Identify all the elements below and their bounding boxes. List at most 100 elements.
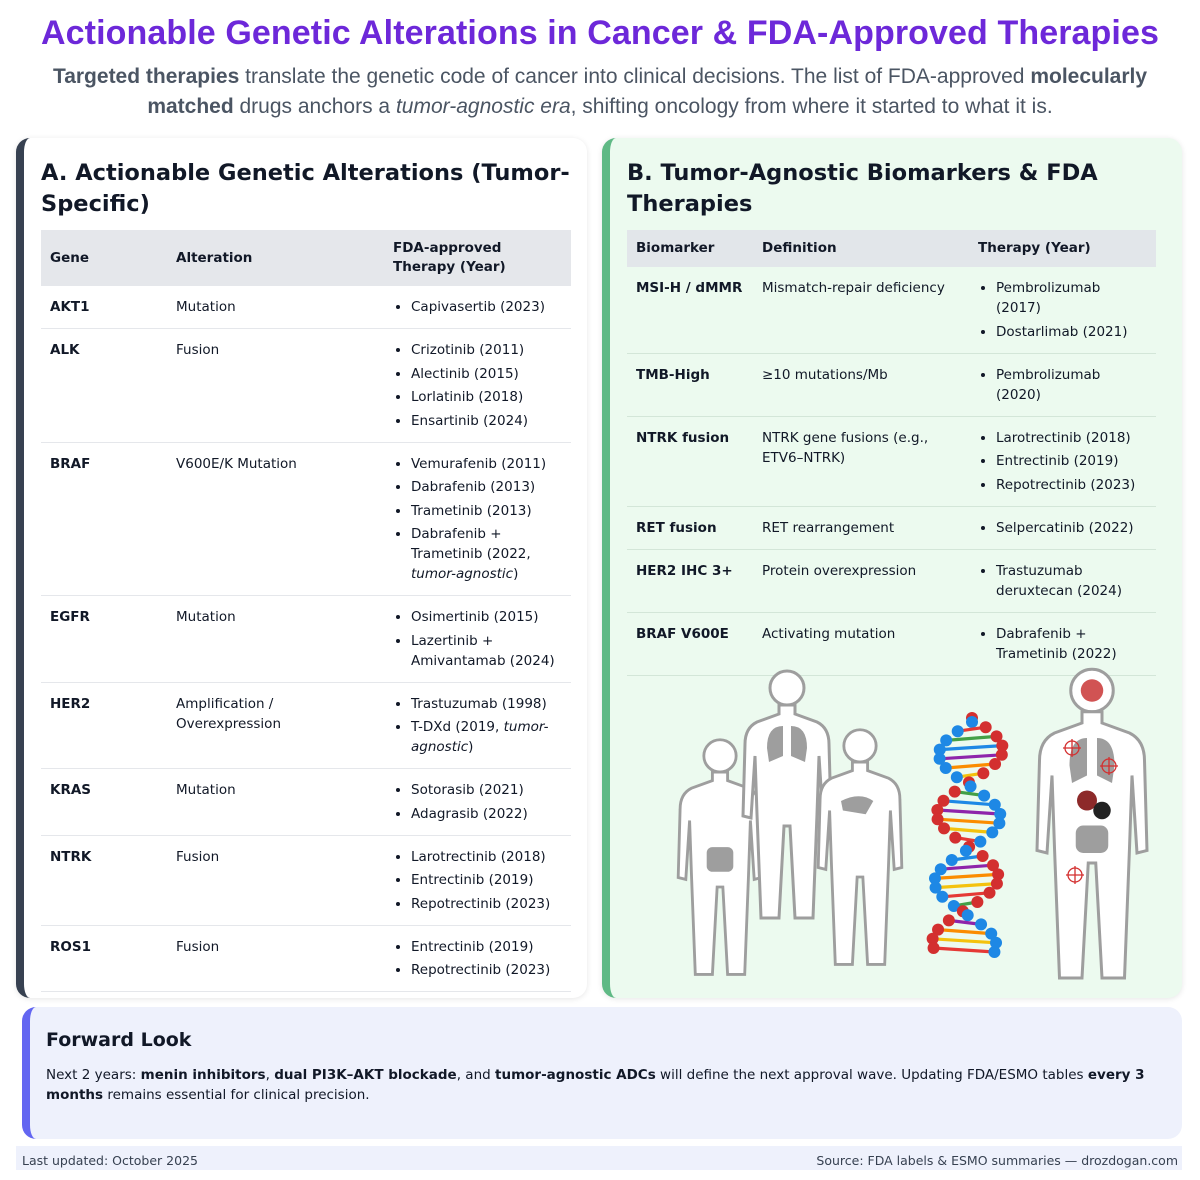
definition-cell: Protein overexpression [753,549,969,613]
table-row: BRAF V600E Activating mutation Dabrafeni… [627,612,1156,676]
therapy-item: Larotrectinib (2018) [996,428,1147,448]
therapy-cell: Osimertinib (2015) Lazertinib + Amivanta… [384,595,571,683]
page-title: Actionable Genetic Alterations in Cancer… [40,14,1159,52]
therapy-item: Repotrectinib (2023) [411,894,562,914]
last-updated: Last updated: October 2025 [22,1153,198,1168]
panel-tumor-agnostic: B. Tumor-Agnostic Biomarkers & FDA Thera… [602,138,1182,998]
alteration-cell: Mutation [167,286,384,329]
body-dna-illustration [676,667,1149,980]
therapy-item: Crizotinib (2011) [411,340,562,360]
gene-cell: EGFR [41,595,167,683]
therapy-item: Trastuzumab (1998) [411,694,562,714]
definition-cell: ≥10 mutations/Mb [753,353,969,417]
dna-double-helix-icon [926,712,1009,958]
table-row: ALK Fusion Crizotinib (2011) Alectinib (… [41,328,571,443]
definition-cell: Activating mutation [753,612,969,676]
therapy-cell: Vemurafenib (2011) Dabrafenib (2013) Tra… [384,442,571,596]
therapy-item: Larotrectinib (2018) [411,847,562,867]
therapy-cell: Larotrectinib (2018) Entrectinib (2019) … [969,416,1156,507]
therapy-item: Dabrafenib + Trametinib (2022, tumor-agn… [411,524,562,584]
therapy-item: Trametinib (2013) [411,501,562,521]
table-header-row: Gene Alteration FDA-approved Therapy (Ye… [41,230,571,286]
therapy-item: Sotorasib (2021) [411,780,562,800]
panel-tumor-specific: A. Actionable Genetic Alterations (Tumor… [16,138,587,998]
therapy-item: Lazertinib + Amivantamab (2024) [411,631,562,671]
column-header: Alteration [167,230,384,286]
table-row: RET fusion RET rearrangement Selpercatin… [627,506,1156,550]
therapy-item: Entrectinib (2019) [411,937,562,957]
therapy-cell: Pembrolizumab (2020) [969,353,1156,417]
gene-cell: HER2 [41,682,167,769]
column-header: Gene [41,230,167,286]
table-row: AKT1 Mutation Capivasertib (2023) [41,286,571,329]
column-header: FDA-approved Therapy (Year) [384,230,571,286]
biomarker-cell: MSI-H / dMMR [627,267,753,354]
therapy-cell: Selpercatinib (2022) [969,506,1156,550]
therapy-cell: Dabrafenib + Trametinib (2022) [969,612,1156,676]
forward-look-title: Forward Look [46,1029,192,1051]
therapy-item: Repotrectinib (2023) [411,960,562,980]
therapy-item: Dostarlimab (2021) [996,322,1147,342]
human-body-silhouette-icon [816,728,904,966]
therapy-cell: Larotrectinib (2018) Entrectinib (2019) … [384,835,571,926]
definition-cell: RET rearrangement [753,506,969,550]
footer-bar [16,1146,1182,1170]
alteration-cell: Fusion [167,925,384,992]
therapy-item: Entrectinib (2019) [996,451,1147,471]
gene-cell: NTRK [41,835,167,926]
therapy-cell: Crizotinib (2011) Alectinib (2015) Lorla… [384,328,571,443]
therapy-cell: Sotorasib (2021) Adagrasib (2022) [384,768,571,836]
table-row: MSI-H / dMMR Mismatch-repair deficiency … [627,267,1156,354]
therapy-item: Repotrectinib (2023) [996,475,1147,495]
therapy-item: Capivasertib (2023) [411,297,562,317]
table-header-row: Biomarker Definition Therapy (Year) [627,230,1156,267]
table-row: NTRK fusion NTRK gene fusions (e.g., ETV… [627,416,1156,507]
therapy-item: Pembrolizumab (2020) [996,365,1147,405]
therapy-cell: Capivasertib (2023) [384,286,571,329]
biomarker-cell: TMB-High [627,353,753,417]
alteration-cell: V600E/K Mutation [167,442,384,596]
therapy-item: Alectinib (2015) [411,364,562,384]
biomarker-cell: NTRK fusion [627,416,753,507]
table-row: TMB-High ≥10 mutations/Mb Pembrolizumab … [627,353,1156,417]
gene-cell: KRAS [41,768,167,836]
therapy-item: Pembrolizumab (2017) [996,278,1147,318]
therapy-item: Trastuzumab deruxtecan (2024) [996,561,1147,601]
table-row: BRAF V600E/K Mutation Vemurafenib (2011)… [41,442,571,596]
biomarker-cell: HER2 IHC 3+ [627,549,753,613]
page-subtitle: Targeted therapies translate the genetic… [52,65,1148,118]
alteration-cell: Fusion [167,328,384,443]
biomarker-cell: BRAF V600E [627,612,753,676]
therapy-item: Lorlatinib (2018) [411,387,562,407]
human-body-silhouette-icon [676,738,764,976]
therapy-cell: Trastuzumab (1998) T-DXd (2019, tumor-ag… [384,682,571,769]
table-row: ROS1 Fusion Entrectinib (2019) Repotrect… [41,925,571,992]
therapy-item: Adagrasib (2022) [411,804,562,824]
panel-a-title: A. Actionable Genetic Alterations (Tumor… [41,160,570,217]
alterations-table: Gene Alteration FDA-approved Therapy (Ye… [41,230,571,992]
panel-b-title: B. Tumor-Agnostic Biomarkers & FDA Thera… [627,160,1098,217]
gene-cell: BRAF [41,442,167,596]
gene-cell: ALK [41,328,167,443]
therapy-item: Selpercatinib (2022) [996,518,1147,538]
therapy-item: Dabrafenib + Trametinib (2022) [996,624,1147,664]
therapy-cell: Pembrolizumab (2017) Dostarlimab (2021) [969,267,1156,354]
forward-look-card: Forward Look Next 2 years: menin inhibit… [22,1007,1182,1139]
biomarkers-table: Biomarker Definition Therapy (Year) MSI-… [627,230,1156,676]
alteration-cell: Amplification / Overexpression [167,682,384,769]
table-row: HER2 IHC 3+ Protein overexpression Trast… [627,549,1156,613]
target-crosshair-icon [1063,739,1118,884]
column-header: Therapy (Year) [969,230,1156,267]
gene-cell: ROS1 [41,925,167,992]
therapy-item: T-DXd (2019, tumor-agnostic) [411,717,562,757]
column-header: Definition [753,230,969,267]
therapy-item: Entrectinib (2019) [411,870,562,890]
therapy-item: Vemurafenib (2011) [411,454,562,474]
gene-cell: AKT1 [41,286,167,329]
table-row: NTRK Fusion Larotrectinib (2018) Entrect… [41,835,571,926]
therapy-cell: Trastuzumab deruxtecan (2024) [969,549,1156,613]
source-credit: Source: FDA labels & ESMO summaries — dr… [816,1153,1178,1168]
human-body-silhouette-icon [1035,667,1149,980]
therapy-item: Osimertinib (2015) [411,607,562,627]
therapy-item: Ensartinib (2024) [411,411,562,431]
